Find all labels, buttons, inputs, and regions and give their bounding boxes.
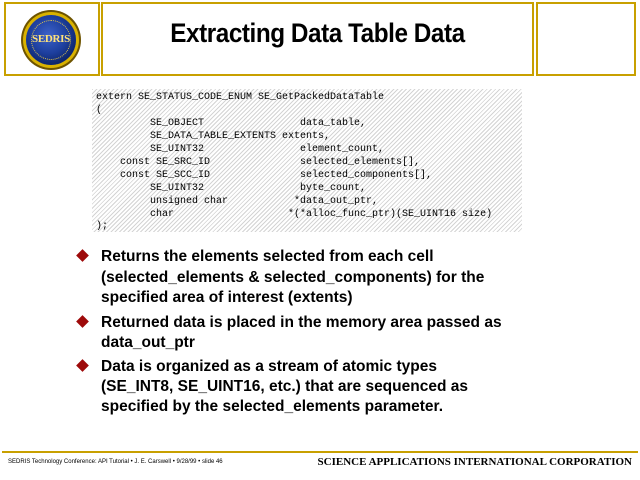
code-line: (: [96, 105, 103, 116]
code-line: SE_UINT32 byte_count,: [96, 183, 367, 194]
title-box: Extracting Data Table Data: [101, 2, 534, 76]
bullet-text: data_out_ptr: [101, 334, 195, 351]
logo-text: SEDRIS: [32, 33, 70, 45]
slide-title: Extracting Data Table Data: [170, 18, 465, 48]
header-right-box: [536, 2, 636, 76]
bullet-text: Returned data is placed in the memory ar…: [101, 314, 502, 331]
bullet-text: Data is organized as a stream of atomic …: [101, 358, 437, 375]
code-line: char *(*alloc_func_ptr)(SE_UINT16 size): [96, 209, 493, 220]
code-line: SE_OBJECT data_table,: [96, 118, 367, 129]
diamond-bullet-icon: [76, 315, 89, 328]
code-line: );: [96, 221, 109, 232]
globe-icon: [31, 20, 71, 60]
bullet-text: specified area of interest (extents): [101, 289, 353, 306]
bullet-text: (selected_elements & selected_components…: [101, 269, 485, 286]
footer-company: SCIENCE APPLICATIONS INTERNATIONAL CORPO…: [317, 456, 632, 468]
diamond-bullet-icon: [76, 359, 89, 372]
sedris-logo: SEDRIS: [26, 15, 76, 65]
footer-divider: [2, 451, 638, 453]
logo-box: SEDRIS: [4, 2, 100, 76]
footer-citation: SEDRIS Technology Conference: API Tutori…: [8, 459, 223, 465]
code-line: const SE_SRC_ID selected_elements[],: [96, 157, 421, 168]
bullet-text: specified by the selected_elements param…: [101, 398, 444, 415]
code-line: const SE_SCC_ID selected_components[],: [96, 170, 433, 181]
diamond-bullet-icon: [76, 249, 89, 262]
code-line: extern SE_STATUS_CODE_ENUM SE_GetPackedD…: [96, 92, 385, 103]
code-line: SE_DATA_TABLE_EXTENTS extents,: [96, 131, 331, 142]
code-line: unsigned char *data_out_ptr,: [96, 196, 379, 207]
code-block: extern SE_STATUS_CODE_ENUM SE_GetPackedD…: [92, 89, 522, 232]
bullet-text: Returns the elements selected from each …: [101, 248, 434, 265]
bullet-text: (SE_INT8, SE_UINT16, etc.) that are sequ…: [101, 378, 468, 395]
code-line: SE_UINT32 element_count,: [96, 144, 385, 155]
